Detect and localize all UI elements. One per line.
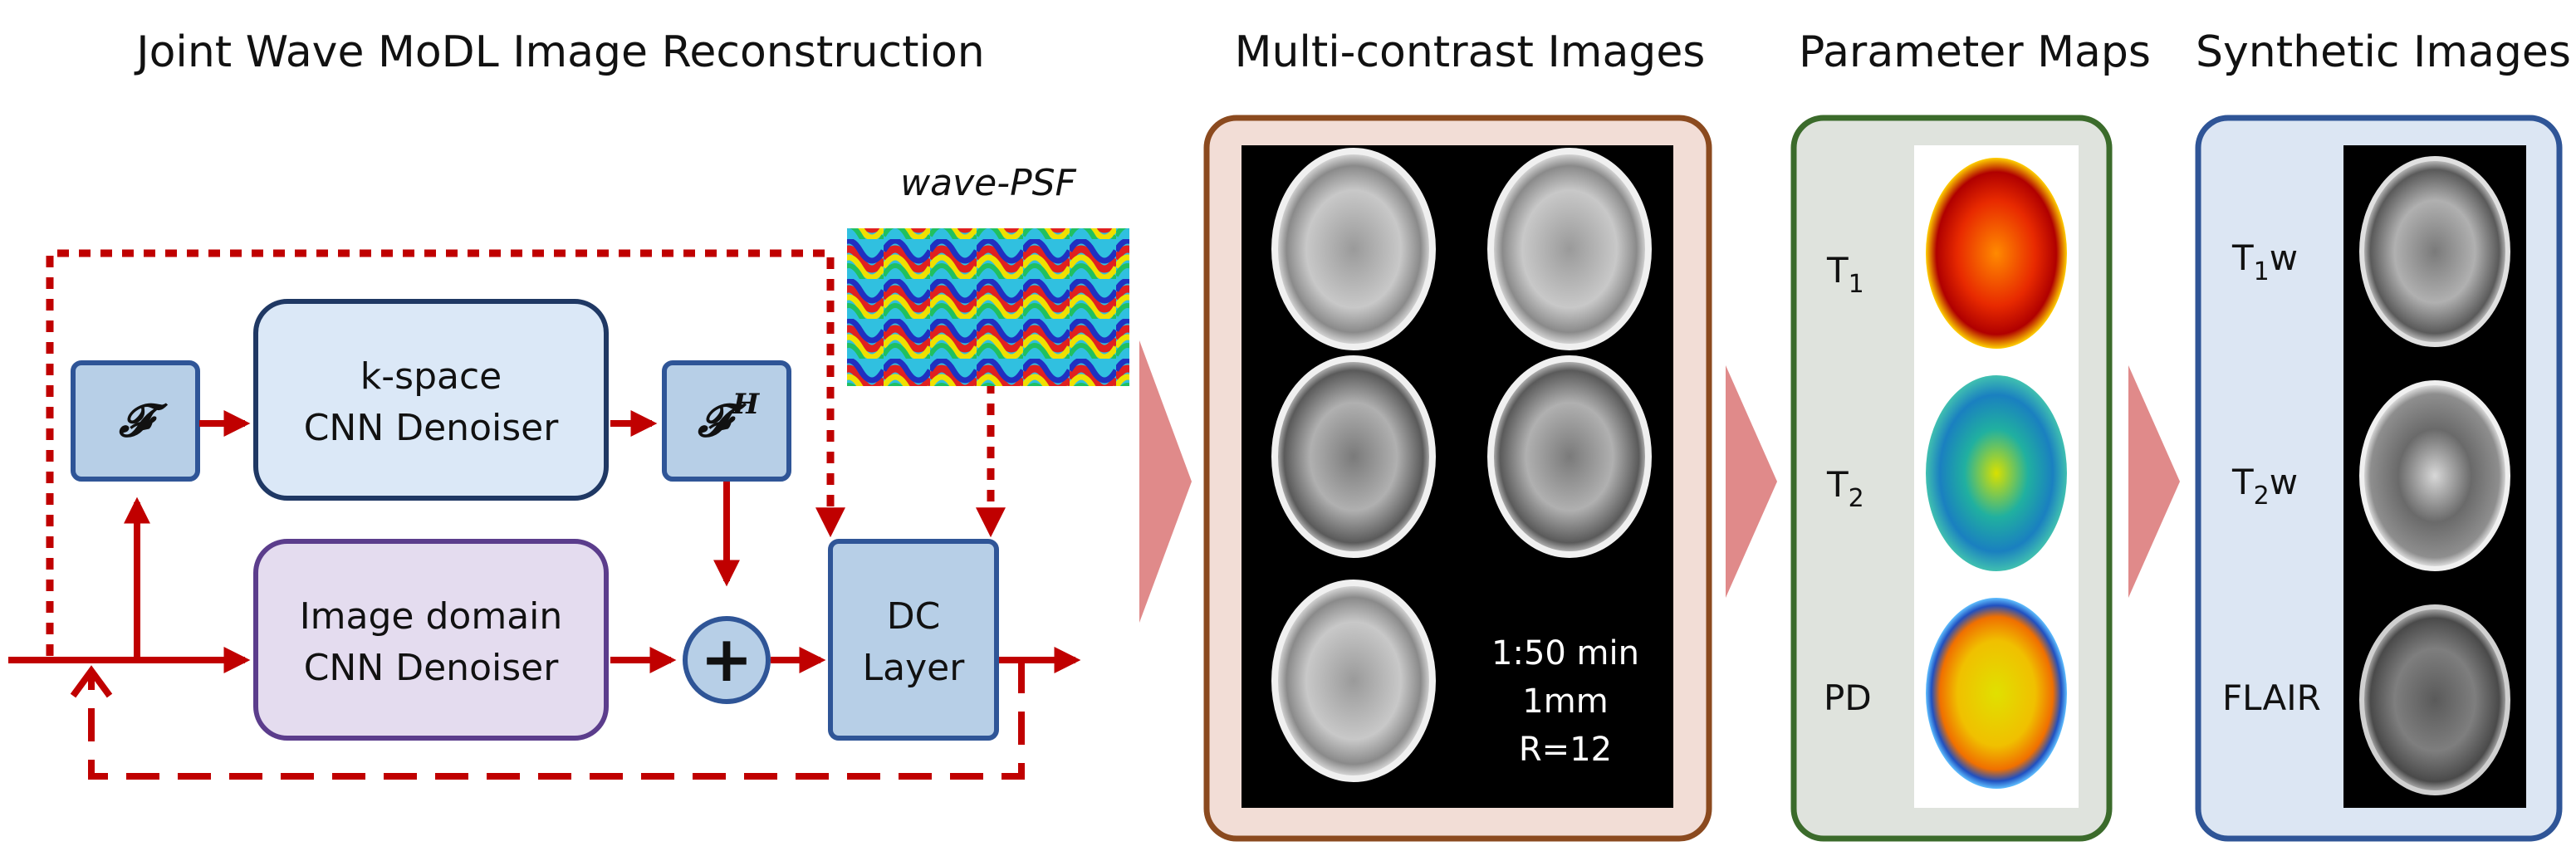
scan-acceleration: R=12 — [1519, 731, 1612, 769]
dc-label-line2: Layer — [863, 647, 966, 689]
feedback-loop — [88, 660, 1025, 780]
t2-map — [1926, 375, 2067, 571]
scan-time: 1:50 min — [1491, 634, 1639, 673]
flair-label: FLAIR — [2222, 677, 2321, 718]
feedback-arrowhead — [70, 665, 113, 698]
multicontrast-brains — [1271, 148, 1652, 782]
t2w-label: T2w — [2231, 462, 2298, 511]
fourier-op-box — [71, 360, 200, 482]
pd-map — [1926, 598, 2067, 789]
scan-resolution: 1mm — [1522, 682, 1608, 721]
t2-map-label: T2 — [1826, 464, 1864, 513]
dotted-feed-path — [46, 249, 1006, 656]
brain-contrast-4 — [1487, 355, 1652, 558]
wave-psf-label: wave-PSF — [900, 162, 1076, 204]
image-label-line1: Image domain — [300, 595, 563, 638]
t1w-label: T1w — [2231, 237, 2298, 286]
synthetic-title: Synthetic Images — [2196, 27, 2571, 77]
sum-node — [683, 616, 771, 704]
chevron-2 — [1726, 365, 1777, 598]
brain-contrast-5 — [1271, 580, 1436, 782]
param-maps-title: Parameter Maps — [1799, 27, 2151, 77]
brain-contrast-1 — [1271, 148, 1436, 350]
chevron-1 — [1139, 340, 1192, 623]
inverse-fourier-op-box — [662, 360, 791, 482]
t1-map-label: T1 — [1826, 250, 1864, 299]
wave-psf-image — [847, 228, 1129, 386]
inverse-fourier-superscript: H — [732, 388, 761, 421]
kspace-label-line1: k-space — [360, 355, 502, 398]
image-denoiser-box — [253, 539, 609, 741]
reconstruction-title: Joint Wave MoDL Image Reconstruction — [134, 27, 985, 77]
brain-contrast-2 — [1487, 148, 1652, 350]
image-label-line2: CNN Denoiser — [304, 647, 560, 689]
brain-contrast-3 — [1271, 355, 1436, 558]
dc-label-line1: DC — [887, 595, 941, 638]
sum-symbol: + — [700, 622, 753, 696]
chevron-3 — [2128, 365, 2180, 598]
dc-layer-box — [828, 539, 999, 741]
t1-map — [1926, 158, 2067, 349]
synthetic-t2w — [2359, 380, 2510, 571]
synthetic-flair — [2359, 604, 2510, 795]
multicontrast-title: Multi-contrast Images — [1235, 27, 1706, 77]
kspace-denoiser-box — [253, 299, 609, 501]
pd-map-label: PD — [1824, 677, 1872, 718]
synthetic-t1w — [2359, 156, 2510, 347]
kspace-label-line2: CNN Denoiser — [304, 407, 560, 449]
